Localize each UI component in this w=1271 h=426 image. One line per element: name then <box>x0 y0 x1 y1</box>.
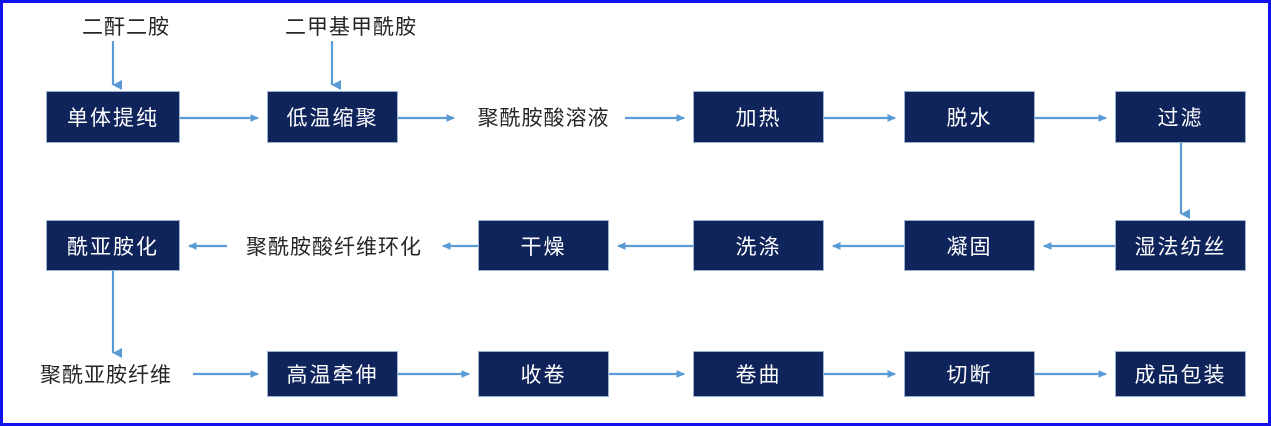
node-label: 酰亚胺化 <box>67 234 159 259</box>
node-low-temp-polycondensation[interactable]: 低温缩聚 <box>267 91 398 143</box>
node-label: 凝固 <box>946 234 993 259</box>
label-polyamic-acid-solution: 聚酰胺酸溶液 <box>477 106 610 130</box>
node-coagulation[interactable]: 凝固 <box>904 220 1035 271</box>
node-label: 成品包装 <box>1134 363 1227 387</box>
node-crimping[interactable]: 卷曲 <box>693 351 824 397</box>
label-input-dimethylformamide: 二甲基甲酰胺 <box>285 15 417 39</box>
label-polyimide-fiber: 聚酰亚胺纤维 <box>40 363 172 387</box>
node-label: 单体提纯 <box>67 106 159 130</box>
node-washing[interactable]: 洗涤 <box>693 220 824 271</box>
node-label: 高温牵伸 <box>286 363 379 387</box>
node-label: 加热 <box>735 106 782 130</box>
node-drying[interactable]: 干燥 <box>478 220 609 271</box>
label-input-dianhydride-diamine: 二酐二胺 <box>82 15 170 39</box>
node-label: 收卷 <box>520 363 567 387</box>
node-imidization[interactable]: 酰亚胺化 <box>46 220 180 271</box>
node-high-temp-drawing[interactable]: 高温牵伸 <box>267 351 398 397</box>
node-final-packaging[interactable]: 成品包装 <box>1115 351 1246 397</box>
node-heating[interactable]: 加热 <box>693 91 824 143</box>
connector-layer <box>111 41 1190 378</box>
node-label: 过滤 <box>1157 106 1204 130</box>
node-filtration[interactable]: 过滤 <box>1115 91 1246 143</box>
node-label: 切断 <box>946 363 993 387</box>
node-label: 洗涤 <box>735 234 782 259</box>
node-label: 脱水 <box>946 106 993 130</box>
node-wet-spinning[interactable]: 湿法纺丝 <box>1115 220 1246 271</box>
node-monomer-purification[interactable]: 单体提纯 <box>46 91 180 143</box>
node-dehydration[interactable]: 脱水 <box>904 91 1035 143</box>
node-winding[interactable]: 收卷 <box>478 351 609 397</box>
node-label: 湿法纺丝 <box>1134 234 1227 259</box>
label-polyamic-acid-fiber-cyclization: 聚酰胺酸纤维环化 <box>246 235 422 259</box>
node-label: 干燥 <box>520 234 567 259</box>
node-cutting[interactable]: 切断 <box>904 351 1035 397</box>
node-label: 低温缩聚 <box>286 106 379 130</box>
node-label: 卷曲 <box>735 363 782 387</box>
